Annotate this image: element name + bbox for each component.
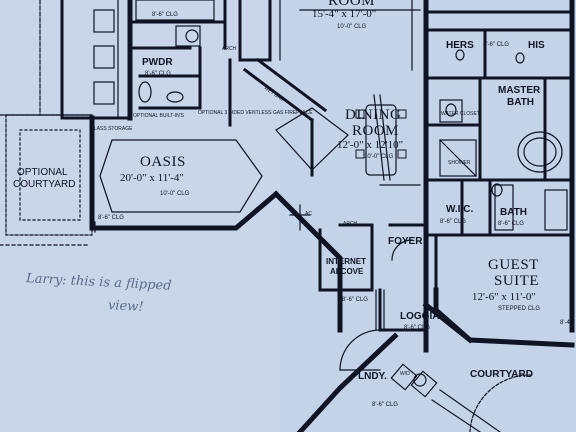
handwritten-note-line-2: view!: [107, 298, 144, 315]
guest-name-2: SUITE: [494, 273, 539, 289]
guest-dims: 12'-6" x 11'-0": [472, 291, 536, 303]
arch-label-1: ARCH: [222, 46, 237, 52]
built-ins-label: OPTIONAL BUILT-IN'S: [133, 113, 184, 119]
internet-name-1: INTERNET: [326, 257, 366, 266]
oasis-clg: 10'-0" CLG: [160, 191, 190, 197]
internet-clg: 8'-6" CLG: [342, 297, 368, 303]
guest-clg: STEPPED CLG: [498, 306, 541, 312]
oasis-name: OASIS: [140, 154, 186, 170]
dining-name-2: ROOM: [352, 123, 400, 139]
arch-label-2: ARCH: [343, 221, 358, 227]
shower-label: SHOWER: [448, 160, 471, 166]
room-top-clg: 10'-0" CLG: [337, 24, 367, 30]
wd-label: W/D: [400, 371, 410, 377]
storage-label: GLASS STORAGE: [90, 126, 133, 132]
wall-guest-bottom: [433, 287, 474, 344]
water-closet-label: WATER CLOSET: [441, 111, 480, 117]
hers-name: HERS: [446, 40, 474, 51]
bath-clg: 8'-6" CLG: [498, 221, 524, 227]
opt-courtyard-name-2: COURTYARD: [13, 179, 76, 190]
wic-name: W.I.C.: [446, 204, 474, 215]
master-bath-name-1: MASTER: [498, 85, 541, 96]
master-bath-name-2: BATH: [507, 97, 535, 108]
top-left-clg: 8'-6" CLG: [152, 12, 178, 18]
dining-dims: 12'-0" x 12'10": [337, 139, 404, 151]
foyer-name: FOYER: [388, 236, 423, 247]
pwdr-name: PWDR: [142, 57, 173, 68]
wall-oasis-top: [89, 115, 280, 231]
room-top-name: ROOM: [328, 0, 376, 9]
dining-clg: 10'-0" CLG: [364, 154, 394, 160]
oasis-dims: 20'-0" x 11'-4": [120, 172, 184, 184]
bath-name: BATH: [500, 207, 528, 218]
hers-clg: 8'-6" CLG: [483, 42, 509, 48]
wic-clg: 8'-6" CLG: [440, 219, 466, 225]
internet-name-2: ALCOVE: [330, 267, 364, 276]
dining-name-1: DINING: [345, 107, 402, 123]
room-top-dims: 15'-4" x 17'-0": [312, 8, 377, 20]
clg-label-oasis: 8'-6" CLG: [98, 215, 124, 221]
wall-bottom-diagonal: [296, 332, 399, 432]
courtyard-name: COURTYARD: [470, 369, 533, 380]
his-name: HIS: [528, 40, 545, 51]
pwdr-clg: 8'-6" CLG: [145, 71, 171, 77]
opt-courtyard-name-1: OPTIONAL: [17, 167, 68, 178]
ac-label: AC: [305, 211, 312, 217]
lndy-name: LNDY.: [358, 371, 387, 382]
clg-label-guest: 8'-4": [560, 320, 572, 326]
loggia-clg: 8'-6" CLG: [404, 325, 430, 331]
fireplace-label: OPTIONAL 3 SIDED VENTLESS GAS FIREPLACE: [198, 110, 313, 116]
guest-name-1: GUEST: [488, 257, 539, 273]
lndy-clg: 8'-6" CLG: [372, 402, 398, 408]
loggia-name: LOGGIA: [400, 311, 440, 322]
